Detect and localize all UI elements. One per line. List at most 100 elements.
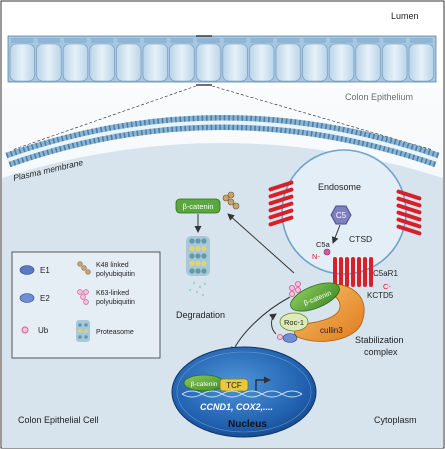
legend-k63-icon (77, 289, 89, 305)
epithelial-cell (116, 43, 142, 82)
microvilli (197, 38, 220, 43)
k48-polyubiquitin-chain (222, 191, 240, 210)
kctd5-label: KCTD5 (367, 291, 394, 300)
c5a-fragment (323, 248, 331, 256)
epithelial-cell (355, 43, 381, 82)
plasma-membrane (5, 115, 440, 168)
legend-k63-label-line1: K63-linked (96, 290, 129, 297)
c-terminus-label: C- (383, 282, 391, 291)
epithelial-cell (62, 43, 89, 82)
c5-hexagon (330, 205, 352, 225)
microvilli (90, 38, 114, 43)
proteasome-subunit (189, 268, 195, 274)
target-genes-label: CCND1, COX2,.... (200, 402, 273, 412)
epithelial-cell (275, 43, 301, 82)
legend-k48-label-line1: K48 linked (96, 262, 129, 269)
beta-catenin-nuclear-label: β-catenin (191, 381, 218, 388)
lumen-label: Lumen (391, 11, 419, 21)
ctsd-label: CTSD (349, 234, 372, 244)
legend-e2-label: E2 (40, 294, 50, 303)
epithelial-cell (36, 43, 62, 82)
epithelial-cell (9, 43, 35, 82)
colon-epithelium-strip (7, 35, 437, 83)
microvilli (277, 38, 300, 43)
proteasome-subunit (189, 245, 195, 252)
microvilli (330, 38, 353, 43)
ubiquitin-transfer-arrow (269, 313, 277, 335)
proteasome-subunit (201, 268, 207, 274)
legend-k48-icon (77, 261, 91, 275)
e2-on-complex (282, 333, 298, 343)
endosome-receptor-left (268, 180, 294, 227)
nucleus (171, 346, 317, 438)
legend-ub-label: Ub (38, 326, 49, 335)
epithelial-cell (222, 43, 248, 82)
legend-ub-icon (21, 326, 29, 334)
stabilization-label-line2: complex (364, 347, 398, 357)
proteasome-subunit (189, 260, 195, 267)
n-terminus-label: N- (312, 252, 320, 261)
legend-proteasome-label: Proteasome (96, 329, 134, 336)
k63-polyubiquitin-chain (288, 280, 301, 297)
microvilli (117, 38, 140, 43)
legend-box: E1 E2 Ub K48 linked polyubiquitin K63-li… (11, 251, 161, 359)
nucleus-label: Nucleus (228, 419, 267, 430)
degraded-fragments (188, 281, 207, 297)
endosome-label: Endosome (318, 182, 361, 192)
c5ar1-label: C5aR1 (373, 269, 398, 278)
epithelial-cell (328, 43, 355, 82)
microvilli (383, 38, 406, 43)
microvilli (37, 38, 61, 43)
epithelial-cell (142, 43, 168, 82)
lumen-region (2, 2, 443, 36)
cytoplasm-label: Cytoplasm (374, 415, 417, 425)
proteasome-subunit (195, 260, 201, 267)
proteasome-subunit (201, 253, 207, 259)
legend-e1-icon (19, 265, 35, 275)
proteasome-subunit (195, 238, 201, 244)
microvilli (223, 38, 247, 43)
tcf-label: TCF (226, 381, 242, 390)
roc1-shape (279, 312, 309, 332)
legend-proteasome-icon (76, 320, 90, 342)
microvilli (11, 38, 34, 43)
epithelial-cell (249, 43, 275, 82)
beta-catenin-box-degradation (175, 198, 221, 214)
proteasome-subunit (195, 268, 201, 274)
epithelial-cell (195, 43, 222, 82)
stabilization-label-line1: Stabilization (355, 335, 404, 345)
stabilization-complex: cullin3 β-catenin Roc-1 (269, 280, 365, 343)
transcription-arrow (255, 376, 271, 392)
legend-k48-label-line2: polyubiquitin (96, 271, 135, 278)
microvilli (144, 38, 167, 43)
proteasome-subunit (189, 238, 195, 244)
c5a-label: C5a (316, 240, 331, 249)
ub-on-complex (276, 333, 283, 340)
microvilli (64, 38, 87, 43)
beta-catenin-degradation-label: β-catenin (183, 202, 214, 211)
proteasome-degrading (186, 236, 210, 276)
legend-e1-label: E1 (40, 266, 50, 275)
c5ar1-receptor (333, 257, 373, 287)
proteasome-subunit (195, 245, 201, 252)
dna-strand-2 (181, 390, 303, 398)
c5-label: C5 (336, 211, 347, 220)
zoom-line-left (11, 85, 197, 151)
arrow-to-degradation (227, 213, 295, 274)
cullin3-shape (293, 283, 365, 342)
epithelial-cell (408, 43, 434, 82)
degradation-label: Degradation (176, 310, 225, 320)
cullin3-label: cullin3 (320, 326, 343, 335)
epithelial-cell (89, 43, 115, 82)
cell-label: Colon Epithelial Cell (18, 415, 99, 425)
proteasome-subunit (201, 238, 207, 244)
proteasome-subunit (195, 253, 201, 259)
legend-e2-icon (19, 293, 35, 303)
roc1-label: Roc-1 (284, 318, 304, 327)
epithelial-cell (302, 43, 328, 82)
proteasome-subunit (201, 260, 207, 267)
beta-catenin-complex-shape (290, 282, 340, 312)
microvilli (356, 38, 380, 43)
